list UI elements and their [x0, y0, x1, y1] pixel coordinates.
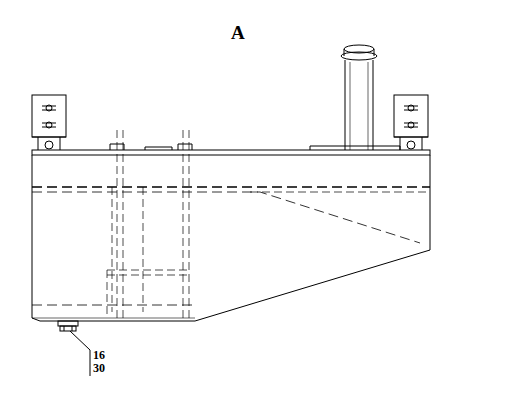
callout-number: 16 [93, 349, 105, 361]
hidden-lines [32, 187, 430, 305]
tank-body [32, 155, 430, 321]
mounting-bracket [32, 95, 66, 150]
top-flange [32, 150, 430, 155]
mounting-bracket [394, 95, 428, 150]
view-label: A [231, 23, 245, 42]
drain-plug [58, 321, 78, 331]
leader-line [70, 331, 90, 376]
filler-neck [310, 45, 400, 150]
callout-number: 30 [93, 362, 105, 374]
